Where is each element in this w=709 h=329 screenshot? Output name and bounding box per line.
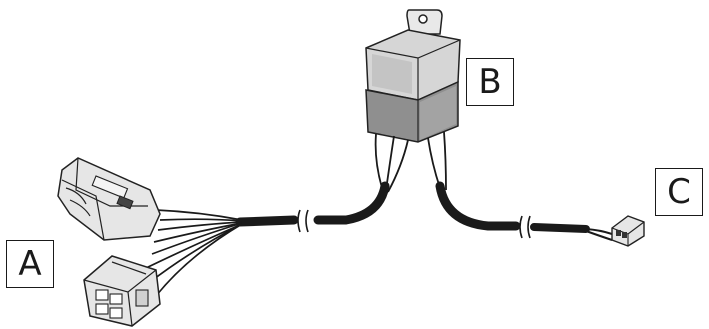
connector-a-lower bbox=[83, 255, 161, 327]
label-c-text: C bbox=[667, 172, 691, 212]
cable-break-left bbox=[297, 209, 309, 233]
callout-label-b: B bbox=[466, 58, 520, 112]
cable-break-right bbox=[519, 215, 531, 239]
callout-label-a: A bbox=[6, 240, 60, 294]
fanout-wires bbox=[145, 209, 243, 297]
connector-a-upper bbox=[57, 157, 161, 241]
relay bbox=[365, 9, 461, 143]
label-b-text: B bbox=[478, 62, 502, 102]
label-a-text: A bbox=[18, 244, 42, 284]
main-cable bbox=[235, 181, 590, 233]
connector-c bbox=[585, 215, 645, 247]
mounting-hole bbox=[418, 14, 428, 24]
callout-label-c: C bbox=[655, 168, 709, 222]
